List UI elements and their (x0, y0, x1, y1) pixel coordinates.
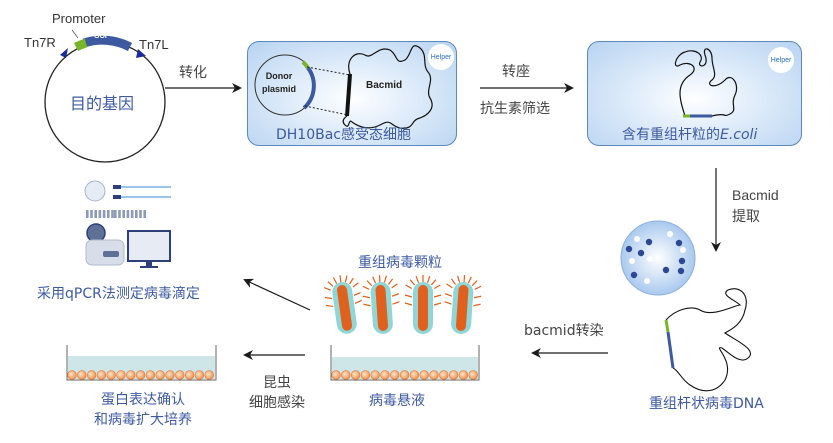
bacmid-label: Bacmid (366, 80, 403, 91)
insect-cell (350, 370, 361, 380)
monitor-icon (127, 230, 171, 262)
pcr-tubes-icon (86, 210, 146, 218)
insect-cell (390, 370, 400, 380)
insect-cell (409, 370, 420, 380)
insect-cell (116, 370, 126, 380)
recombinant-dna-caption: 重组杆状病毒DNA (649, 396, 764, 412)
insect-cell (341, 370, 351, 380)
ecoli-caption-prefix: 含有重组杆粒的 (622, 127, 720, 143)
promoter-pointer (71, 29, 79, 39)
petri-dish (620, 220, 696, 296)
insect-cell (380, 370, 390, 380)
step-transform-label: 转化 (179, 65, 207, 81)
virus-particles (323, 275, 482, 334)
virus-particle (323, 275, 362, 334)
qpcr-caption: 采用qPCR法测定病毒滴定 (37, 286, 200, 302)
insect-cell (67, 370, 77, 380)
insect-cell (370, 370, 380, 380)
goi-segment (82, 35, 133, 52)
donor-plasmid-label: Donor plasmid (262, 70, 296, 96)
insect-cell (429, 370, 439, 380)
insect-cell (399, 370, 410, 380)
expression-dish (66, 345, 217, 381)
virus-suspension-label: 病毒悬液 (369, 393, 425, 409)
qpcr-machine-lid (86, 223, 106, 243)
goi-label: GOI (94, 33, 107, 40)
recombinant-dna-graphics (664, 288, 751, 392)
infect-line1: 昆虫 (263, 375, 291, 391)
tn7l-marker (136, 49, 146, 58)
dna-loop (665, 288, 751, 392)
insect-cell (96, 370, 107, 380)
virus-particle (404, 275, 442, 334)
cell-layer (331, 370, 478, 380)
qpcr-equipment (84, 180, 171, 268)
step-transfect-label: bacmid转染 (524, 323, 604, 339)
promoter-segment (73, 38, 88, 52)
insect-cell (165, 370, 175, 380)
arrow-qpcr (243, 278, 311, 311)
insect-cell (126, 370, 136, 380)
step-transpose-label: 转座 (502, 64, 530, 80)
virus-particle (444, 275, 482, 334)
helper-plasmid-badge: Helper (768, 47, 794, 73)
tn7r-marker (60, 48, 68, 58)
step-infect-label: 昆虫 细胞感染 (241, 373, 313, 413)
donor-label-line2: plasmid (262, 84, 297, 94)
plasmid-center-label: 目的基因 (70, 94, 135, 113)
virus-particle (362, 275, 400, 334)
insect-cell (439, 370, 449, 380)
ecoli-caption: 含有重组杆粒的E.coli (622, 124, 757, 144)
ecoli-caption-italic: E.coli (720, 127, 758, 143)
virus-suspension-dish (330, 345, 480, 381)
insect-cell (204, 370, 214, 380)
sample-dish-icon (84, 180, 106, 202)
insect-cell (360, 370, 371, 380)
step-bacmid-extract-label: Bacmid 提取 (732, 184, 779, 228)
helper-plasmid-badge: Helper (428, 44, 454, 70)
insect-cell (106, 370, 116, 380)
dh10bac-caption: DH10Bac感受态细胞 (276, 127, 412, 143)
promoter-label: Promoter (52, 11, 106, 26)
virus-particles-label: 重组病毒颗粒 (358, 255, 442, 271)
expression-line2: 和病毒扩大培养 (94, 412, 192, 428)
blue-colonies (625, 238, 686, 279)
white-colonies (629, 231, 686, 284)
cell-layer (67, 370, 214, 380)
tn7r-label: Tn7R (24, 35, 56, 50)
expression-line1: 蛋白表达确认 (101, 392, 185, 408)
insect-cell (155, 370, 165, 380)
insect-cell (77, 370, 87, 380)
insect-cell (184, 370, 195, 380)
insect-cell (458, 370, 469, 380)
insect-cell (194, 370, 205, 380)
insect-cell (419, 370, 429, 380)
extract-line2: 提取 (732, 209, 760, 225)
dna-goi-segment (666, 331, 675, 369)
insect-cell (86, 370, 97, 380)
insect-cell (331, 370, 341, 380)
insect-cell (145, 370, 156, 380)
tn7l-label: Tn7L (139, 37, 169, 52)
plasmid (44, 29, 166, 163)
infect-line2: 细胞感染 (249, 395, 305, 411)
insect-cell (135, 370, 146, 380)
pipette-icon (121, 196, 171, 198)
insect-cell (448, 370, 459, 380)
expression-caption: 蛋白表达确认 和病毒扩大培养 (78, 390, 208, 430)
insect-cell (468, 370, 478, 380)
donor-label-line1: Donor (265, 71, 293, 81)
extract-line1: Bacmid (732, 187, 779, 203)
step-antibiotic-label: 抗生素筛选 (480, 101, 550, 117)
insect-cell (175, 370, 185, 380)
pipette-icon (121, 186, 171, 188)
